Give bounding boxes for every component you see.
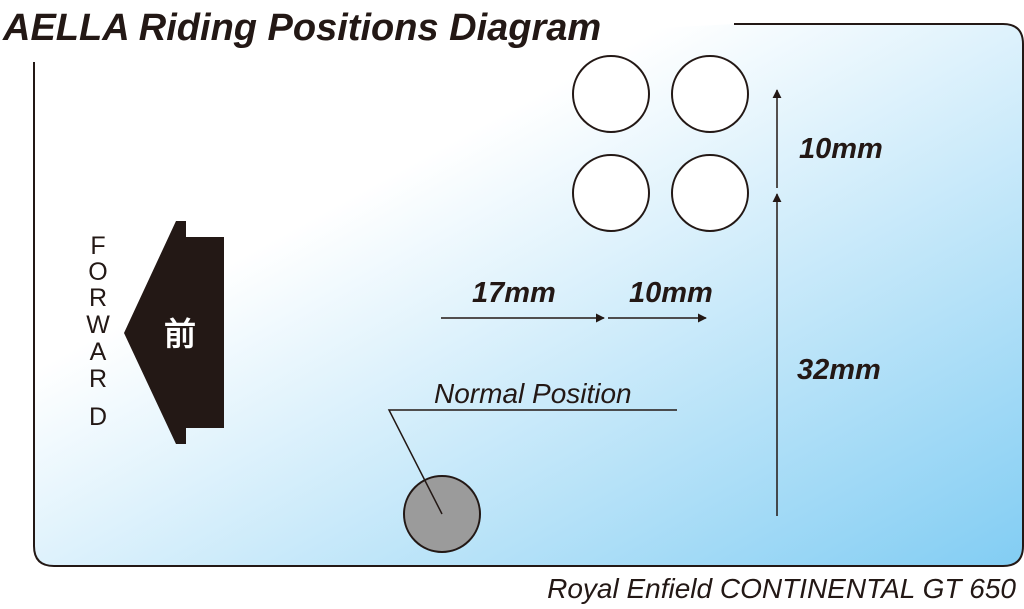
forward-letter: O bbox=[88, 258, 107, 286]
vertical-offset-10mm-label: 10mm bbox=[799, 133, 883, 165]
position-hole-bottom-left bbox=[572, 154, 650, 232]
position-hole-top-left bbox=[572, 55, 650, 133]
forward-letter: F bbox=[90, 232, 105, 260]
forward-letter: R bbox=[89, 284, 107, 312]
normal-position-label: Normal Position bbox=[434, 378, 632, 409]
forward-kanji: 前 bbox=[164, 316, 196, 352]
position-hole-top-right bbox=[671, 55, 749, 133]
diagram-panel bbox=[33, 23, 1024, 567]
forward-letter: A bbox=[90, 338, 107, 366]
footer-model-name: Royal Enfield CONTINENTAL GT 650 bbox=[547, 573, 1016, 604]
vertical-offset-32mm-label: 32mm bbox=[797, 354, 881, 386]
position-hole-bottom-right bbox=[671, 154, 749, 232]
forward-letter: W bbox=[86, 311, 110, 339]
forward-letter: R bbox=[89, 365, 107, 393]
horizontal-offset-10mm-label: 10mm bbox=[629, 277, 713, 309]
forward-vertical-label: F O R W A R D bbox=[86, 232, 110, 431]
forward-letter: D bbox=[89, 403, 107, 431]
forward-arrow-shape bbox=[124, 221, 224, 444]
horizontal-offset-17mm-label: 17mm bbox=[472, 277, 556, 309]
diagram-title: AELLA Riding Positions Diagram bbox=[2, 7, 601, 49]
normal-position-leader bbox=[387, 409, 677, 515]
